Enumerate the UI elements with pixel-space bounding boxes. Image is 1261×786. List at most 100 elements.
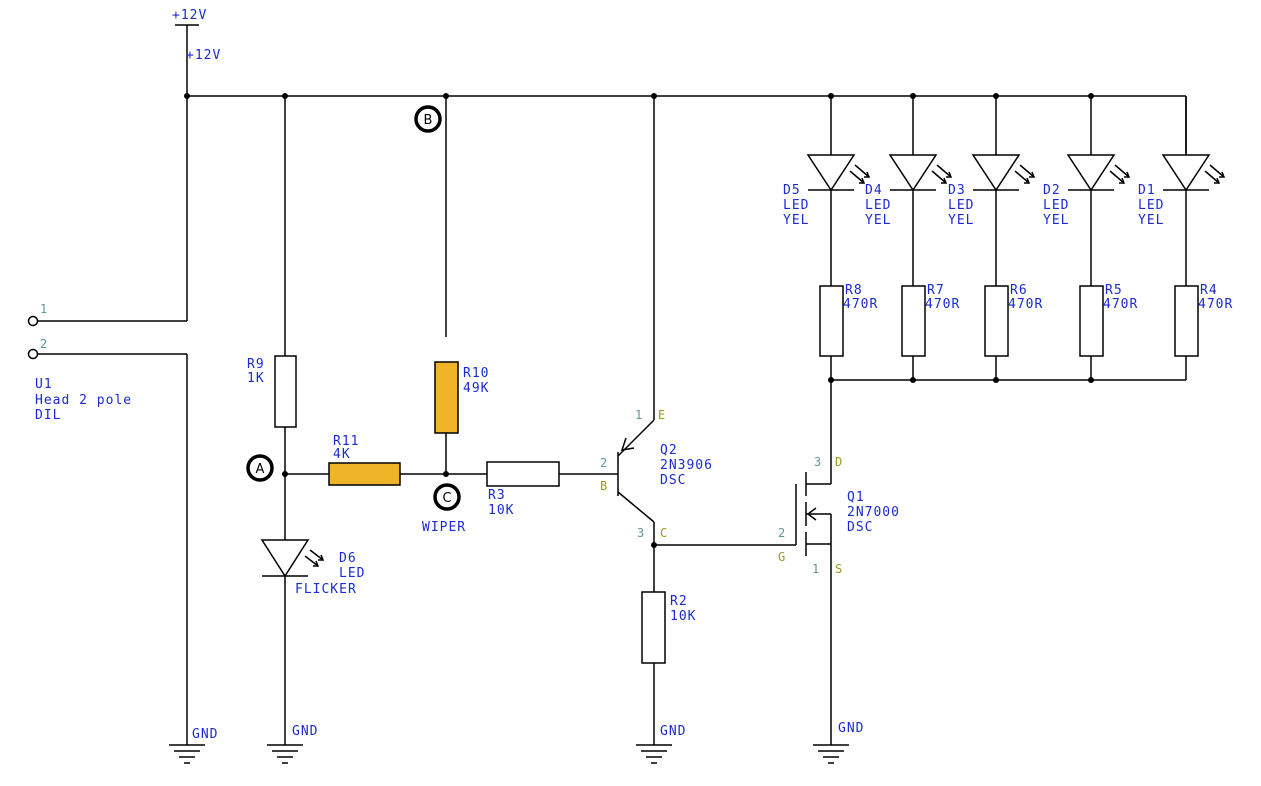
junction-dot (1088, 377, 1094, 383)
junction-dot (443, 93, 449, 99)
d6-extra: FLICKER (295, 582, 357, 597)
led-triangle (971, 154, 1021, 192)
led-color: YEL (783, 213, 809, 228)
q2-pin-b-num: 2 (600, 456, 607, 470)
gnd-label-4: GND (838, 721, 864, 736)
header-pin1: 1 (40, 302, 47, 316)
q1-ref: Q1 (847, 490, 865, 505)
gnd-label-3: GND (660, 724, 686, 739)
junction-dot (910, 377, 916, 383)
q1-pin-g-num: 2 (778, 526, 785, 540)
q2-pin-b: B (600, 479, 607, 493)
r2-ref: R2 (670, 594, 688, 609)
ground-symbol-3 (636, 744, 672, 764)
junction-dot (993, 93, 999, 99)
led-resistor-value: 470R (1198, 297, 1233, 312)
power-label-top: +12V (172, 8, 207, 23)
r9-ref: R9 (247, 357, 265, 372)
junction-dot (651, 542, 657, 548)
r2-resistor (641, 591, 666, 664)
led-resistor (819, 285, 844, 357)
r10-value: 49K (463, 381, 489, 396)
q1-pin-d: D (835, 455, 842, 469)
junction-dot (828, 93, 834, 99)
ground-symbol-1 (169, 744, 205, 764)
led-resistor-ref: R4 (1200, 283, 1218, 298)
left-branch-wires (284, 96, 618, 745)
junction-dots (184, 93, 1094, 548)
junction-dot (828, 377, 834, 383)
q1-pin-d-num: 3 (814, 455, 821, 469)
testpoint-b: B (414, 105, 442, 133)
led-triangle (1161, 154, 1211, 192)
r11-resistor (328, 462, 401, 486)
led-resistor (984, 285, 1009, 357)
junction-dot (1088, 93, 1094, 99)
q2-pin-e-num: 1 (635, 408, 642, 422)
led-resistor (1079, 285, 1104, 357)
svg-text:B: B (424, 113, 433, 128)
r3-value: 10K (488, 503, 514, 518)
led-color: YEL (1043, 213, 1069, 228)
led-value: LED (783, 198, 809, 213)
gnd-label-2: GND (292, 724, 318, 739)
r9-resistor (274, 355, 297, 428)
power-label-net: +12V (186, 48, 221, 63)
header-pin2: 2 (40, 337, 47, 351)
q1-pin-s-num: 1 (812, 562, 819, 576)
q1-pin-g: G (778, 550, 785, 564)
led-ref: D4 (865, 183, 883, 198)
svg-text:A: A (256, 462, 265, 477)
q1-lib: DSC (847, 520, 873, 535)
r11-value: 4K (333, 447, 351, 462)
led-resistor (1174, 285, 1199, 357)
led-ref: D5 (783, 183, 801, 198)
q2-lib: DSC (660, 473, 686, 488)
junction-dot (910, 93, 916, 99)
junction-dot (184, 93, 190, 99)
q2-ref: Q2 (660, 443, 678, 458)
led-resistor-value: 470R (925, 297, 960, 312)
led-resistor-ref: R8 (845, 283, 863, 298)
ground-symbol-2 (267, 744, 303, 764)
header-u1 (27, 96, 188, 745)
led-color: YEL (865, 213, 891, 228)
q2-pin-e: E (658, 408, 665, 422)
r3-ref: R3 (488, 488, 506, 503)
q2-pin-c: C (660, 526, 667, 540)
junction-dot (443, 471, 449, 477)
led-ref: D3 (948, 183, 966, 198)
junction-dot (993, 377, 999, 383)
led-bank: D5LEDYELR8470RD4LEDYELR7470RD3LEDYELR647… (783, 96, 1233, 380)
junction-dot (282, 471, 288, 477)
led-resistor-value: 470R (1008, 297, 1043, 312)
junction-dot (282, 93, 288, 99)
led-ref: D2 (1043, 183, 1061, 198)
r9-value: 1K (247, 371, 265, 386)
led-value: LED (1043, 198, 1069, 213)
led-resistor-ref: R6 (1010, 283, 1028, 298)
testpoint-a: A (246, 454, 274, 482)
led-ref: D1 (1138, 183, 1156, 198)
led-resistor-value: 470R (843, 297, 878, 312)
led-value: LED (948, 198, 974, 213)
junction-dot (651, 93, 657, 99)
led-color: YEL (1138, 213, 1164, 228)
led-triangle (888, 154, 938, 192)
led-resistor-ref: R7 (927, 283, 945, 298)
r3-resistor (486, 461, 560, 487)
r10-resistor (434, 361, 459, 434)
q1-pin-s: S (835, 562, 842, 576)
header-ref: U1 (35, 377, 53, 392)
grounds (169, 744, 849, 764)
d6-value: LED (339, 566, 365, 581)
testpoint-c: C (433, 483, 461, 511)
ground-symbol-4 (813, 744, 849, 764)
d6-ref: D6 (339, 551, 357, 566)
svg-text:C: C (442, 491, 451, 506)
